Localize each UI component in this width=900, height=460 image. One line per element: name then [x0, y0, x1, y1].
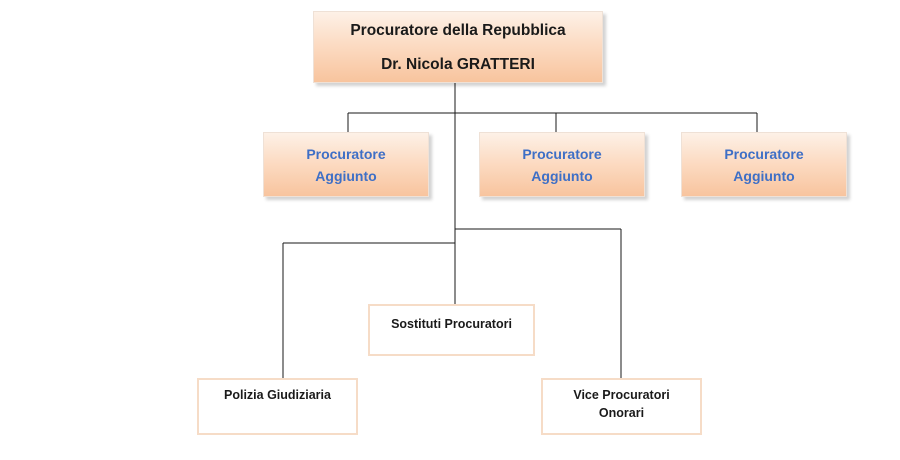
root-name: Dr. Nicola GRATTERI	[381, 55, 535, 73]
substitutes-box: Sostituti Procuratori	[368, 304, 535, 356]
substitutes-label: Sostituti Procuratori	[391, 317, 512, 331]
deputy-1-line1: Procuratore	[306, 145, 386, 162]
honorary-line2: Onorari	[598, 406, 645, 420]
deputy-box-1: Procuratore Aggiunto	[263, 132, 429, 197]
police-box: Polizia Giudiziaria	[197, 378, 358, 435]
deputy-2-line1: Procuratore	[522, 145, 602, 162]
deputy-box-3: Procuratore Aggiunto	[681, 132, 847, 197]
deputy-3-line2: Aggiunto	[733, 167, 795, 184]
deputy-3-line1: Procuratore	[724, 145, 804, 162]
deputy-box-2: Procuratore Aggiunto	[479, 132, 645, 197]
root-title: Procuratore della Repubblica	[350, 21, 566, 39]
police-label: Polizia Giudiziaria	[224, 388, 331, 402]
honorary-box: Vice Procuratori Onorari	[541, 378, 702, 435]
root-box: Procuratore della Repubblica Dr. Nicola …	[313, 11, 603, 83]
deputy-2-line2: Aggiunto	[531, 167, 593, 184]
deputy-1-line2: Aggiunto	[315, 167, 377, 184]
honorary-line1: Vice Procuratori	[573, 388, 670, 402]
